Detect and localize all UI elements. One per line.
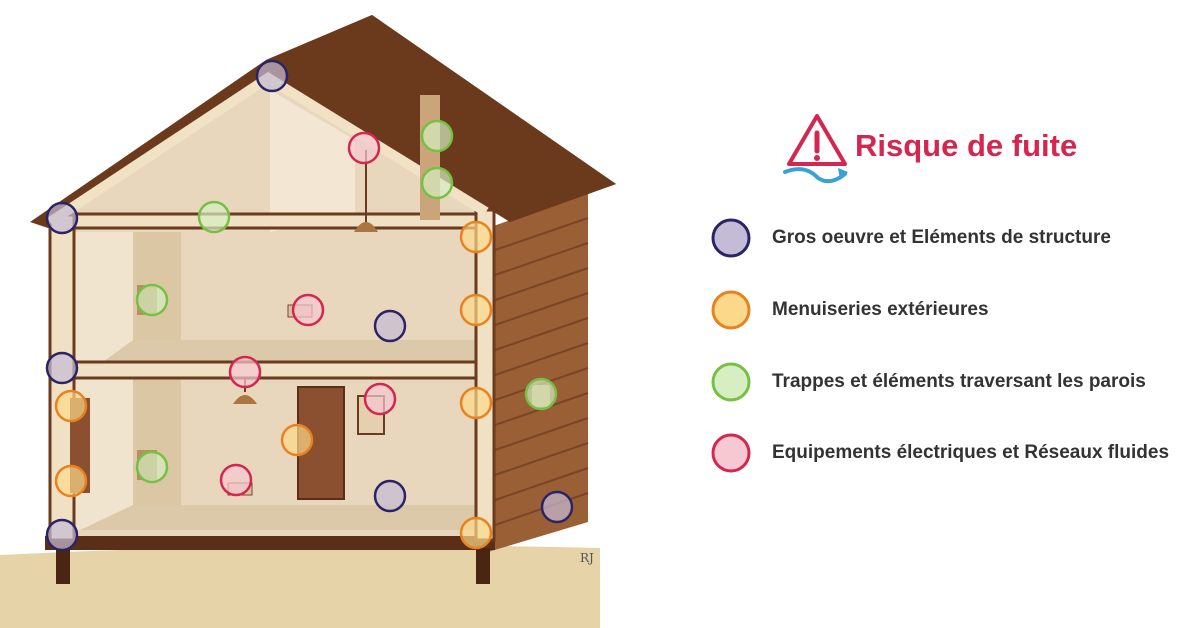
leak-marker	[219, 463, 253, 497]
leak-marker	[54, 389, 88, 423]
legend-swatch	[711, 218, 751, 258]
right-exterior-wall	[474, 208, 496, 542]
leak-marker	[347, 131, 381, 165]
lower-partition	[133, 378, 181, 508]
legend-label-joinery: Menuiseries extérieures	[772, 299, 989, 320]
exterior-wood-wall	[488, 192, 588, 552]
leak-marker	[540, 490, 574, 524]
leak-marker	[45, 201, 79, 235]
air-flow-icon	[783, 167, 847, 184]
leak-marker	[228, 355, 262, 389]
legend-label-openings: Trappes et éléments traversant les paroi…	[772, 371, 1146, 392]
leak-marker	[459, 293, 493, 327]
leak-marker	[135, 283, 169, 317]
attic-lamp	[354, 222, 378, 232]
leak-marker	[197, 200, 231, 234]
legend-swatch	[711, 433, 751, 473]
leak-marker	[280, 423, 314, 457]
leak-marker	[255, 59, 289, 93]
leak-marker	[459, 386, 493, 420]
leak-marker	[420, 119, 454, 153]
legend-label-structure: Gros oeuvre et Eléments de structure	[772, 227, 1111, 248]
leak-marker	[459, 516, 493, 550]
wood-siding-lines	[494, 217, 589, 526]
foundation-post-left	[56, 548, 70, 584]
leak-marker	[420, 166, 454, 200]
legend-title: Risque de fuite	[855, 128, 1078, 163]
leak-marker	[363, 382, 397, 416]
leak-marker	[373, 479, 407, 513]
chimney	[420, 95, 440, 220]
legend-swatch	[711, 362, 751, 402]
leak-marker	[54, 464, 88, 498]
base-slab	[45, 536, 495, 550]
floor-lamp	[233, 395, 257, 404]
attic-partition	[270, 90, 355, 232]
legend-swatch	[711, 290, 751, 330]
leak-marker	[524, 377, 558, 411]
leak-marker	[291, 293, 325, 327]
ground-floor	[80, 505, 476, 530]
foundation-post-right	[476, 548, 490, 584]
ground	[0, 545, 600, 628]
leak-marker	[45, 351, 79, 385]
intermediate-floor-slab	[56, 360, 490, 380]
upper-left-wall	[75, 232, 133, 364]
upper-floor	[100, 340, 476, 364]
warning-triangle-icon	[787, 114, 847, 166]
artist-signature: RJ	[580, 551, 594, 565]
legend-swatches	[711, 218, 751, 473]
leak-marker	[459, 220, 493, 254]
leak-marker	[45, 518, 79, 552]
leak-markers	[45, 59, 574, 552]
leak-marker	[373, 309, 407, 343]
leak-marker	[135, 450, 169, 484]
legend-label-electrical: Equipements électriques et Réseaux fluid…	[772, 442, 1170, 463]
